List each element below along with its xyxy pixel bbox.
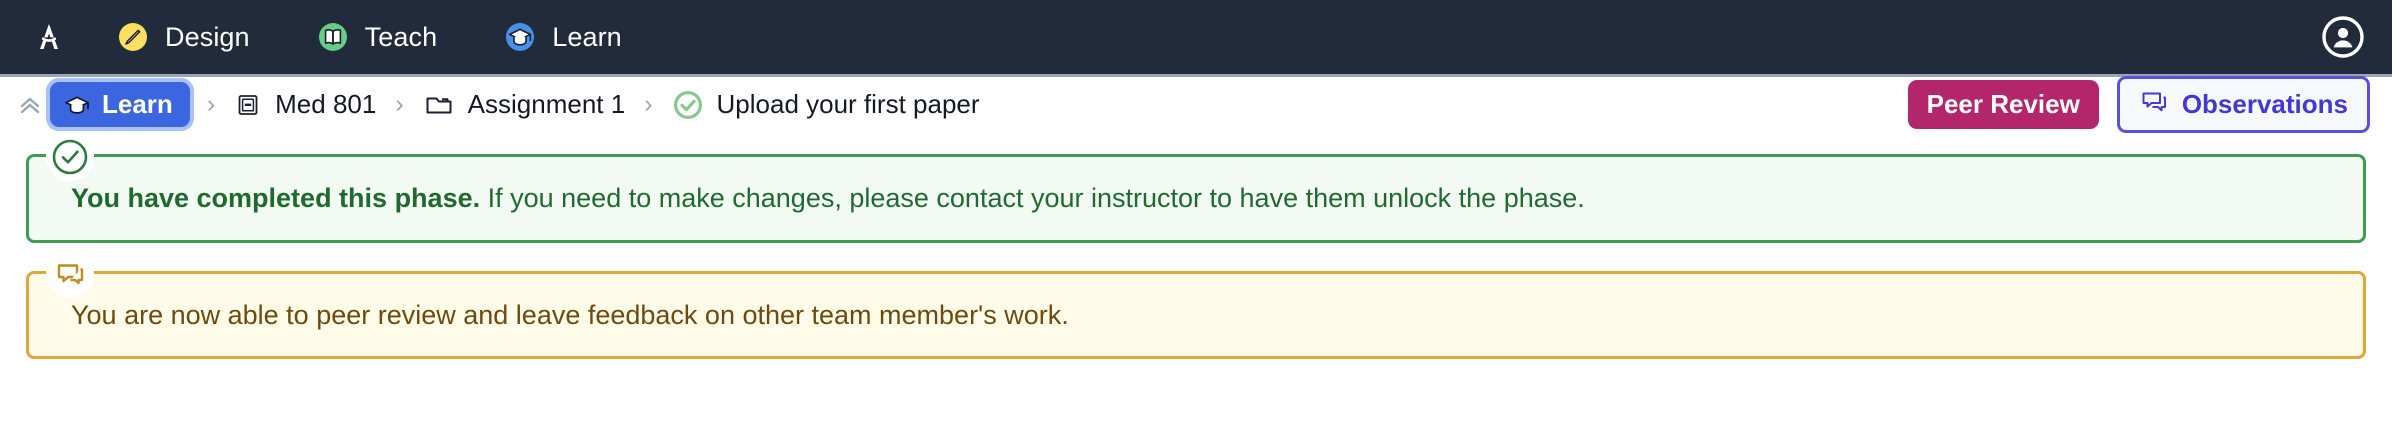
check-circle-icon — [46, 133, 94, 181]
breadcrumb-separator: › — [644, 90, 653, 118]
open-book-circle-icon — [316, 20, 350, 54]
graduation-cap-icon — [63, 91, 91, 119]
user-account-circle-icon[interactable] — [2320, 14, 2366, 60]
alert-lead-text: You have completed this phase. — [71, 183, 481, 213]
nav-item-design[interactable]: Design — [116, 20, 250, 54]
main-nav-items: Design Teach L — [116, 20, 622, 54]
course-document-icon — [234, 91, 262, 119]
breadcrumb-item-label: Med 801 — [275, 89, 377, 119]
breadcrumb-bar: Learn › Med 801 › Assignment 1 — [0, 74, 2392, 133]
breadcrumb-item-label: Assignment 1 — [467, 89, 626, 119]
breadcrumb: Learn › Med 801 › Assignment 1 — [50, 82, 1884, 127]
nav-item-label: Design — [165, 21, 250, 52]
peer-review-available-alert: You are now able to peer review and leav… — [26, 249, 2366, 360]
observations-button[interactable]: Observations — [2116, 76, 2370, 133]
check-circle-green-icon — [672, 89, 704, 121]
alert-body-text: You are now able to peer review and leav… — [71, 299, 1069, 330]
nav-item-label: Learn — [552, 21, 622, 52]
breadcrumb-item-assignment-1[interactable]: Assignment 1 — [421, 85, 628, 125]
breadcrumb-item-label: Upload your first paper — [716, 89, 980, 119]
top-navigation-bar: Design Teach L — [0, 0, 2392, 74]
nav-item-label: Teach — [364, 21, 438, 52]
breadcrumb-actions: Peer Review Observations — [1884, 76, 2370, 133]
breadcrumb-separator: › — [395, 90, 404, 118]
phase-completed-alert: You have completed this phase. If you ne… — [26, 133, 2366, 243]
nav-item-teach[interactable]: Teach — [316, 20, 438, 54]
folder-icon — [423, 89, 455, 121]
observations-button-label: Observations — [2181, 89, 2348, 119]
alert-stack: You have completed this phase. If you ne… — [0, 132, 2392, 360]
nav-item-learn[interactable]: Learn — [503, 20, 622, 54]
peer-review-button[interactable]: Peer Review — [1907, 80, 2099, 129]
breadcrumb-item-learn[interactable]: Learn — [50, 82, 190, 127]
speech-bubbles-icon — [2139, 86, 2169, 123]
breadcrumb-item-med-801[interactable]: Med 801 — [232, 85, 378, 124]
apex-a-logo-icon[interactable] — [26, 14, 72, 60]
graduation-cap-circle-icon — [503, 20, 537, 54]
chevrons-up-icon[interactable] — [10, 85, 50, 125]
breadcrumb-separator: › — [206, 90, 216, 118]
alert-body-text: If you need to make changes, please cont… — [480, 183, 1585, 213]
breadcrumb-item-label: Learn — [102, 89, 173, 119]
speech-bubble-icon — [46, 249, 94, 298]
breadcrumb-item-upload-your-first-paper[interactable]: Upload your first paper — [670, 85, 982, 125]
pencil-circle-icon — [116, 20, 150, 54]
